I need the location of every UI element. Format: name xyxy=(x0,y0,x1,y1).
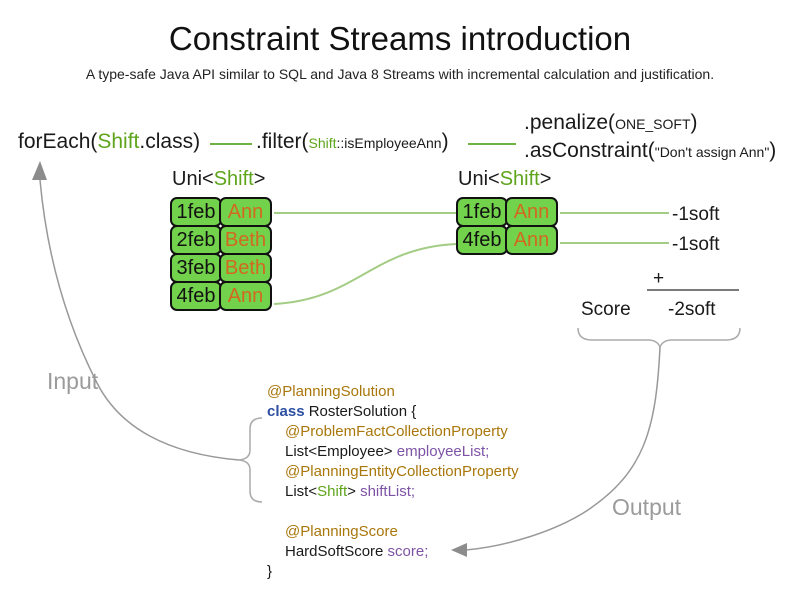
asconstraint-call: .asConstraint("Don't assign Ann") xyxy=(524,139,776,163)
foreach-post: .class) xyxy=(139,130,201,153)
shift-list-field: shiftList; xyxy=(360,483,416,500)
asconstraint-post: ) xyxy=(769,139,777,162)
filter-post: ) xyxy=(441,130,449,153)
code-line-annotation-score: @PlanningScore xyxy=(285,523,398,540)
left-stream-label: Uni<Shift> xyxy=(172,168,265,191)
solution-code-block: @PlanningSolution class RosterSolution {… xyxy=(267,382,519,582)
shift-cell-employee: Ann xyxy=(219,281,272,311)
score-type: HardSoftScore xyxy=(285,543,388,560)
table-row: 4feb Ann xyxy=(170,281,272,311)
score-field: score; xyxy=(387,543,429,560)
asconstraint-pre: .asConstraint( xyxy=(524,139,655,162)
filter-call: .filter(Shift::isEmployeeAnn) xyxy=(256,130,449,154)
penalize-arg: ONE_SOFT xyxy=(615,116,691,132)
class-keyword: class xyxy=(267,403,305,420)
left-stream-label-post: > xyxy=(253,168,266,190)
foreach-pre: forEach( xyxy=(18,130,98,153)
shift-cell-employee: Ann xyxy=(505,197,558,227)
table-row: 2feb Beth xyxy=(170,225,272,255)
code-brace xyxy=(238,417,263,503)
shift-cell-date: 1feb xyxy=(170,197,222,227)
filter-pre: .filter( xyxy=(256,130,309,153)
code-line-shift-list: List<Shift> shiftList; xyxy=(267,482,519,502)
foreach-call: forEach(Shift.class) xyxy=(18,130,200,154)
left-stream-label-type: Shift xyxy=(213,168,254,190)
penalize-call: .penalize(ONE_SOFT) xyxy=(524,111,698,135)
shift-cell-employee: Beth xyxy=(219,253,272,283)
score-total: -2soft xyxy=(668,299,716,320)
left-stream-label-pre: Uni< xyxy=(172,168,214,190)
shift-list-type: Shift xyxy=(317,483,348,500)
class-name: RosterSolution { xyxy=(304,403,417,420)
code-line-class-decl: class RosterSolution { xyxy=(267,402,519,422)
penalize-post: ) xyxy=(690,111,698,134)
shift-list-mid: > xyxy=(347,483,361,500)
right-stream-label-pre: Uni< xyxy=(458,168,500,190)
page-subtitle: A type-safe Java API similar to SQL and … xyxy=(85,66,715,82)
input-label: Input xyxy=(47,368,99,394)
code-line-closing-brace: } xyxy=(267,563,273,580)
page-title: Constraint Streams introduction xyxy=(168,20,632,57)
table-row: 3feb Beth xyxy=(170,253,272,283)
shift-cell-employee: Beth xyxy=(219,225,272,255)
right-stream-label-type: Shift xyxy=(499,168,540,190)
output-label: Output xyxy=(612,494,682,520)
code-line-employee-list: List<Employee> employeeList; xyxy=(267,442,519,462)
score-label: Score xyxy=(581,299,631,320)
score-brace xyxy=(577,327,741,349)
employee-list-field: employeeList; xyxy=(396,443,490,460)
match-score-2: -1soft xyxy=(672,234,720,255)
table-row: 1feb Ann xyxy=(456,197,558,227)
shift-cell-date: 1feb xyxy=(456,197,508,227)
code-blank-line xyxy=(267,502,519,522)
shift-cell-date: 2feb xyxy=(170,225,222,255)
right-stream-label-post: > xyxy=(539,168,552,190)
match-score-1: -1soft xyxy=(672,204,720,225)
stream-link-4feb xyxy=(273,243,457,305)
input-arrowhead-icon xyxy=(32,161,47,180)
filter-method: ::isEmployeeAnn xyxy=(336,135,442,151)
foreach-type: Shift xyxy=(97,130,140,153)
right-stream-table: 1feb Ann 4feb Ann xyxy=(456,197,558,255)
shift-cell-date: 3feb xyxy=(170,253,222,283)
shift-list-pre: List< xyxy=(285,483,318,500)
left-stream-table: 1feb Ann 2feb Beth 3feb Beth 4feb Ann xyxy=(170,197,272,311)
code-line-annotation-solution: @PlanningSolution xyxy=(267,383,395,400)
code-line-score-field: HardSoftScore score; xyxy=(267,542,519,562)
shift-cell-employee: Ann xyxy=(505,225,558,255)
shift-cell-date: 4feb xyxy=(170,281,222,311)
asconstraint-arg: "Don't assign Ann" xyxy=(654,144,770,160)
table-row: 1feb Ann xyxy=(170,197,272,227)
employee-list-type: List<Employee> xyxy=(285,443,397,460)
filter-type: Shift xyxy=(308,135,337,151)
plus-sign: + xyxy=(653,268,665,289)
shift-cell-employee: Ann xyxy=(219,197,272,227)
shift-cell-date: 4feb xyxy=(456,225,508,255)
right-stream-label: Uni<Shift> xyxy=(458,168,551,191)
code-line-annotation-planning-entity: @PlanningEntityCollectionProperty xyxy=(285,463,519,480)
table-row: 4feb Ann xyxy=(456,225,558,255)
penalize-pre: .penalize( xyxy=(524,111,616,134)
code-line-annotation-problem-fact: @ProblemFactCollectionProperty xyxy=(285,423,508,440)
